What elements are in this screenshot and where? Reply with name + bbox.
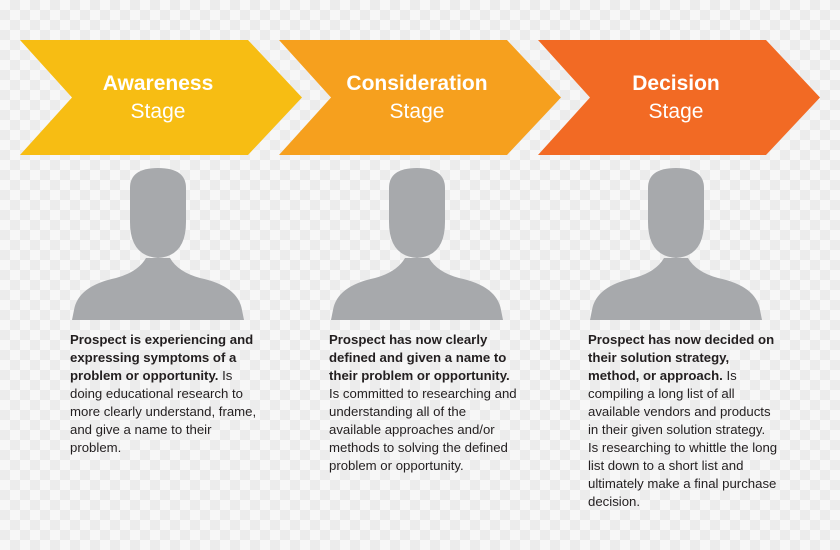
stage-consideration-description: Prospect has now clearly defined and giv… — [329, 331, 519, 475]
chevron-awareness-label: Awareness Stage — [48, 40, 268, 155]
stage-awareness: Awareness Stage Prospect is experiencing… — [20, 40, 306, 535]
stage-awareness-word: Stage — [130, 99, 186, 123]
chevron-consideration-shape — [279, 40, 561, 155]
stage-awareness-description: Prospect is experiencing and expressing … — [70, 331, 260, 457]
stage-consideration-text: Is committed to researching and understa… — [329, 386, 517, 473]
stage-awareness-name: Awareness — [102, 71, 214, 95]
person-icon — [331, 168, 503, 320]
stage-awareness-bold-text: Prospect is experiencing and expressing … — [70, 332, 254, 383]
stage-consideration-word: Stage — [389, 99, 445, 123]
stage-decision-bold-text: Prospect has now decided on their soluti… — [588, 332, 775, 383]
stage-decision-text: Is compiling a long list of all availabl… — [588, 368, 778, 509]
stage-decision-name: Decision — [632, 71, 720, 95]
chevron-consideration-label: Consideration Stage — [307, 40, 527, 155]
person-icon — [72, 168, 244, 320]
chevron-decision-label: Decision Stage — [566, 40, 786, 155]
stage-decision-word: Stage — [648, 99, 704, 123]
stage-awareness-text: Is doing educational research to more cl… — [70, 368, 257, 455]
person-icon — [590, 168, 762, 320]
chevron-awareness-shape — [20, 40, 302, 155]
stage-consideration: Consideration Stage Prospect has now cle… — [279, 40, 565, 535]
stage-decision-description: Prospect has now decided on their soluti… — [588, 331, 778, 511]
stage-decision: Decision Stage Prospect has now decided … — [538, 40, 824, 535]
chevron-consideration — [279, 40, 561, 155]
stage-consideration-bold-text: Prospect has now clearly defined and giv… — [329, 332, 510, 383]
chevron-decision — [538, 40, 820, 155]
chevron-decision-shape — [538, 40, 820, 155]
stage-consideration-name: Consideration — [346, 71, 488, 95]
chevron-awareness — [20, 40, 302, 155]
